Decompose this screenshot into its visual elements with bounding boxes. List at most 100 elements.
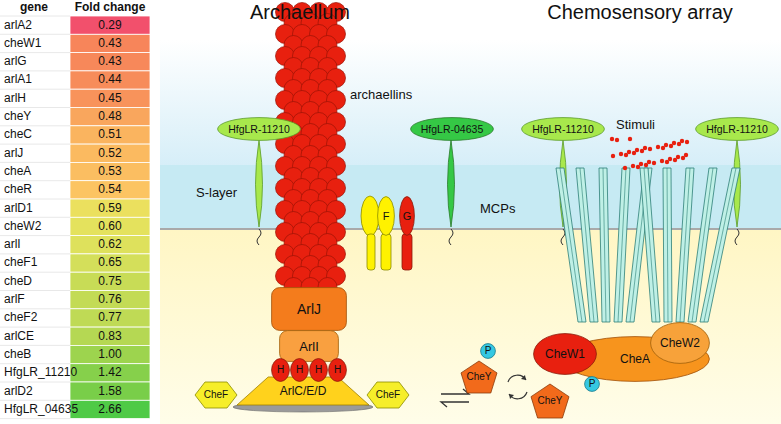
protein-node: P	[584, 376, 600, 392]
mcp-divider	[580, 168, 594, 322]
stimulus-molecule	[636, 165, 640, 169]
stimulus-molecule	[661, 146, 665, 150]
stimulus-molecule	[685, 140, 689, 144]
fold-change-cell	[70, 291, 150, 309]
section-heading: Archaellum	[250, 1, 350, 23]
table-background	[0, 16, 150, 419]
stimulus-molecule	[640, 149, 644, 153]
fold-change-cell	[70, 217, 150, 235]
mcp-receptor	[599, 168, 610, 322]
stimulus-molecule	[648, 147, 652, 151]
mcp-divider	[603, 168, 606, 322]
fold-change-cell	[70, 199, 150, 217]
protein-node: CheY	[530, 383, 570, 419]
transmembrane-helix	[402, 234, 412, 270]
stimulus-molecule	[628, 137, 632, 141]
table-rule	[0, 253, 70, 254]
gene-name: cheY	[4, 110, 31, 123]
table-rule	[0, 308, 70, 309]
gene-name: cheB	[4, 348, 31, 361]
transmembrane-helix	[367, 234, 375, 270]
mcp-receptor	[700, 168, 740, 322]
table-rule	[0, 382, 70, 383]
gene-name: arlA2	[4, 19, 32, 32]
fold-change-cell	[70, 345, 150, 363]
fold-change-cell	[70, 327, 150, 345]
table-rule	[0, 363, 70, 364]
stimulus-molecule	[681, 156, 685, 160]
gene-name: cheF1	[4, 256, 37, 269]
mcp-divider	[704, 168, 736, 322]
fold-change-value: 0.29	[98, 19, 121, 32]
protein-ellipse	[585, 377, 600, 392]
table-rule	[0, 125, 70, 126]
stimulus-molecule	[660, 159, 664, 163]
protein-node: CheF	[194, 381, 238, 409]
protein-name: ArlC/E/D	[280, 385, 327, 397]
stimuli-dots	[610, 137, 689, 170]
stimulus-molecule	[624, 153, 628, 157]
protein-name: P	[485, 346, 492, 356]
protein-name: P	[589, 379, 596, 389]
protein-name: H	[296, 365, 303, 375]
fold-change-value: 0.75	[98, 275, 121, 288]
gene-name: cheF2	[4, 311, 37, 324]
arrow-head	[509, 394, 514, 399]
table-rule	[0, 52, 70, 53]
fold-change-cell	[70, 181, 150, 199]
fold-change-value: 1.00	[98, 348, 121, 361]
protein-ellipse	[481, 344, 496, 359]
stimulus-molecule	[644, 163, 648, 167]
protein-name: G	[403, 211, 412, 222]
arlf-subunit	[361, 196, 379, 236]
equilibrium-arrow	[441, 402, 469, 407]
mcp-divider	[644, 168, 656, 322]
table-rule	[0, 162, 70, 163]
protein-node: P	[480, 343, 496, 359]
mcp-receptor	[640, 168, 660, 322]
protein-ellipse	[272, 359, 290, 382]
protein-polygon	[531, 384, 569, 418]
stimulus-molecule	[673, 158, 677, 162]
protein-name: HfgLR-11210	[228, 124, 290, 135]
table-rule	[0, 345, 70, 346]
protein-ellipse	[218, 118, 301, 141]
gene-name: cheC	[4, 128, 32, 141]
fold-change-value: 0.77	[98, 311, 121, 324]
stimulus-molecule	[615, 138, 619, 142]
table-rule	[0, 199, 70, 200]
protein-node: G	[399, 196, 415, 236]
mcp-receptor	[614, 168, 630, 322]
protein-ellipse	[329, 359, 347, 382]
protein-name: H	[277, 365, 284, 375]
protein-node: H	[290, 358, 309, 382]
table-rule	[0, 290, 70, 291]
protein-polygon	[367, 382, 409, 408]
protein-name: HfgLR-04635	[421, 124, 483, 135]
protein-node: ArlJ	[271, 287, 347, 331]
protein-node: CheF	[366, 381, 410, 409]
gene-name: HfgLR_04635	[4, 403, 78, 416]
fold-change-cell	[70, 272, 150, 290]
fold-change-cell	[70, 382, 150, 400]
protein-polygon	[237, 377, 369, 405]
fold-change-value: 0.44	[98, 73, 121, 86]
protein-ellipse	[696, 118, 779, 141]
stimulus-molecule	[632, 151, 636, 155]
lipid-anchor	[257, 229, 261, 245]
equilibrium-arrow	[441, 389, 469, 394]
table-rule	[0, 16, 70, 17]
fold-change-value: 0.45	[98, 92, 121, 105]
fold-change-cell	[70, 71, 150, 89]
fold-change-value: 1.58	[98, 385, 121, 398]
protein-name: CheW2	[660, 337, 700, 349]
protein-name: CheF	[204, 390, 228, 400]
fold-change-value: 0.65	[98, 256, 121, 269]
protein-name: CheY	[537, 396, 562, 406]
protein-name: F	[383, 211, 390, 222]
protein-node: H	[309, 358, 328, 382]
gene-name: arlJ	[4, 147, 23, 160]
fold-change-cell	[70, 254, 150, 272]
